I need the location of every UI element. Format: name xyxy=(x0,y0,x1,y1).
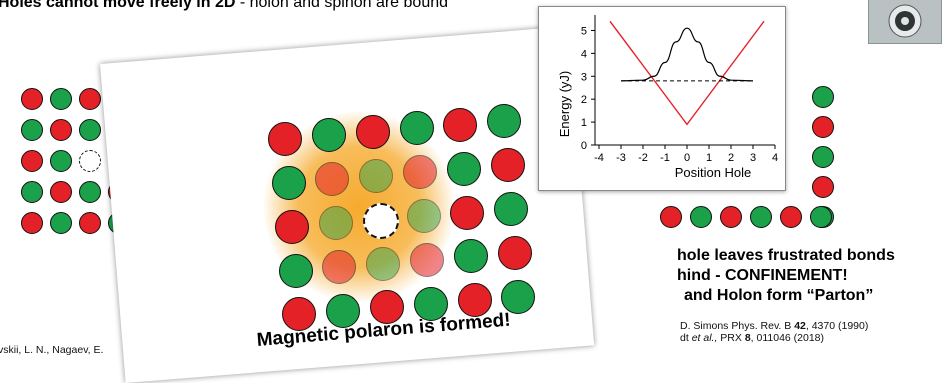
reference-left: vskii, L. N., Nagaev, E. xyxy=(0,344,104,356)
x-tick-label: -3 xyxy=(616,152,626,164)
confinement-line-3: and Holon form “Parton” xyxy=(684,287,874,304)
y-tick-label: 0 xyxy=(581,140,587,152)
energy-plot: 0 1 2 3 4 5 -4 -3 -2 -1 0 1 2 3 4 Energy (yJ) Position… xyxy=(538,6,786,191)
energy-plot-svg: 0 1 2 3 4 5 -4 -3 -2 -1 0 1 2 3 4 Energy (yJ) Position… xyxy=(557,15,778,180)
spin-site xyxy=(780,206,802,228)
spin-site xyxy=(810,206,832,228)
spin-site xyxy=(750,206,772,228)
series-red-v xyxy=(609,20,765,126)
spin-site xyxy=(690,206,712,228)
spin-site xyxy=(454,239,489,274)
spin-site xyxy=(21,181,43,203)
spin-site xyxy=(494,192,529,227)
spin-site xyxy=(450,195,485,230)
spin-site-faded xyxy=(359,158,394,193)
right-lattice xyxy=(660,86,834,228)
hole-site xyxy=(79,150,101,172)
spin-site xyxy=(278,253,313,288)
x-tick-label: 2 xyxy=(728,152,734,164)
x-tick-label: 3 xyxy=(750,152,756,164)
y-tick-label: 4 xyxy=(581,48,587,60)
spin-site xyxy=(50,212,72,234)
headline-rest: - holon and spinon are bound xyxy=(235,0,449,11)
spin-site xyxy=(21,119,43,141)
confinement-line-1: hole leaves frustrated bonds xyxy=(677,247,895,264)
spin-site xyxy=(21,150,43,172)
x-tick-label: 1 xyxy=(706,152,712,164)
reference-line-1: D. Simons Phys. Rev. B 42, 4370 (1990) xyxy=(680,320,869,332)
reference-right: D. Simons Phys. Rev. B 42, 4370 (1990) d… xyxy=(680,320,868,344)
spin-site-faded xyxy=(315,162,350,197)
spin-site xyxy=(311,118,346,153)
reference-line-2: dt et al., PRX 8, 011046 (2018) xyxy=(680,332,825,344)
confinement-line-2: hind - CONFINEMENT! xyxy=(677,267,848,284)
spin-site xyxy=(413,286,448,321)
cover-icon xyxy=(888,4,922,38)
spin-site xyxy=(268,122,302,156)
spin-site xyxy=(275,209,310,244)
spin-site xyxy=(271,165,306,200)
spin-site xyxy=(282,297,317,332)
journal-cover-thumbnail xyxy=(868,0,942,44)
x-tick-label: -2 xyxy=(638,152,648,164)
y-tick-label: 2 xyxy=(581,94,587,106)
x-tick-label: -4 xyxy=(594,152,604,164)
spin-site xyxy=(50,181,72,203)
y-axis-label: Energy (yJ) xyxy=(557,71,572,137)
spin-site xyxy=(660,206,682,228)
spin-site xyxy=(501,279,536,314)
spin-site xyxy=(50,88,72,110)
spin-site xyxy=(21,212,43,234)
spin-site-faded xyxy=(406,199,441,234)
headline: Holes cannot move freely in 2D - holon a… xyxy=(0,0,448,12)
spin-site xyxy=(720,206,742,228)
spin-site-faded xyxy=(366,246,401,281)
spin-site xyxy=(812,146,834,168)
spin-site xyxy=(21,88,43,110)
spin-site xyxy=(79,88,101,110)
spin-site xyxy=(812,116,834,138)
spin-site xyxy=(79,212,101,234)
polaron-lattice xyxy=(264,104,536,332)
spin-site xyxy=(812,86,834,108)
confinement-text: hole leaves frustrated bonds hind - CONF… xyxy=(677,246,895,306)
spin-site xyxy=(443,107,478,142)
x-axis-label: Position Hole xyxy=(675,165,752,180)
spin-site xyxy=(446,151,481,186)
spin-site xyxy=(457,283,492,318)
spin-site xyxy=(497,235,532,270)
spin-site xyxy=(79,119,101,141)
spin-site xyxy=(487,104,522,139)
headline-bold: Holes cannot move freely in 2D xyxy=(0,0,236,11)
hole-site xyxy=(362,202,399,239)
spin-site xyxy=(490,148,525,183)
y-tick-label: 1 xyxy=(581,117,587,129)
y-tick-label: 3 xyxy=(581,71,587,83)
y-tick-label: 5 xyxy=(581,25,587,37)
x-tick-label: 4 xyxy=(772,152,778,164)
spin-site xyxy=(399,111,434,146)
series-black-bump xyxy=(620,27,754,82)
spin-site xyxy=(50,119,72,141)
spin-site-faded xyxy=(403,155,438,190)
spin-site xyxy=(812,176,834,198)
spin-site xyxy=(325,293,360,328)
spin-site-faded xyxy=(322,250,357,285)
spin-site xyxy=(50,150,72,172)
x-tick-label: -1 xyxy=(660,152,670,164)
spin-site xyxy=(355,114,390,149)
spin-site-faded xyxy=(410,242,445,277)
spin-site xyxy=(79,181,101,203)
x-tick-label: 0 xyxy=(684,152,690,164)
spin-site-faded xyxy=(318,206,353,241)
spin-site xyxy=(369,290,404,325)
